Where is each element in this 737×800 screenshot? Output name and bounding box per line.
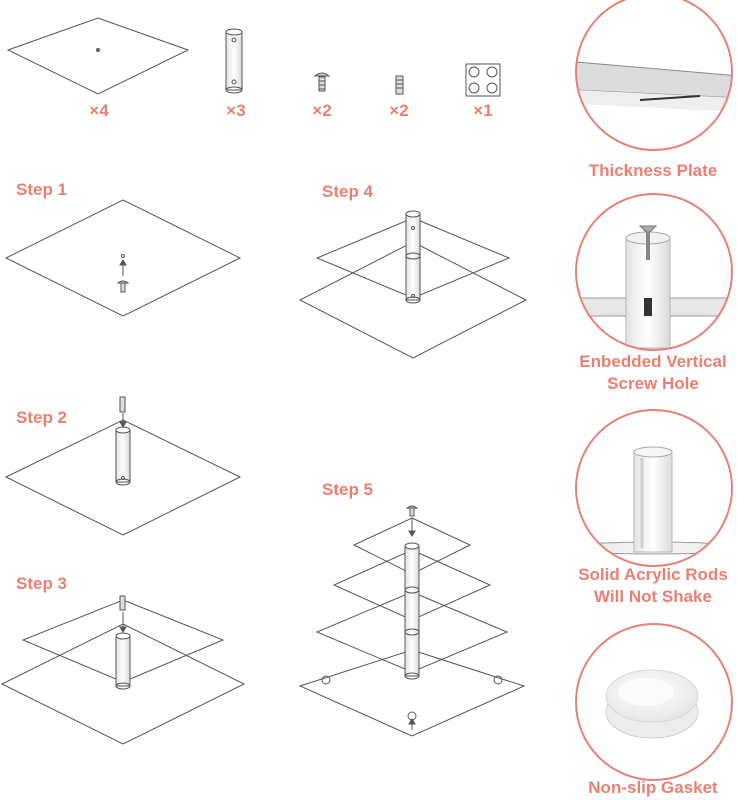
- step-1-illustration: [4, 199, 242, 317]
- qty-plate: ×4: [89, 101, 109, 120]
- step-5-label: Step 5: [322, 480, 374, 499]
- part-stud-icon: [395, 75, 404, 95]
- qty-gasket-pad: ×1: [473, 101, 493, 120]
- part-plate-icon: [6, 17, 190, 95]
- screw-hole-icon: [575, 193, 733, 351]
- step-5-illustration: [298, 505, 526, 737]
- part-gasket-pad-icon: [465, 63, 501, 97]
- qty-screw: ×2: [312, 101, 332, 120]
- step-2-illustration: [4, 396, 242, 536]
- qty-rod: ×3: [226, 101, 246, 120]
- caption-screw-hole: Enbedded Vertical Screw Hole: [579, 352, 727, 393]
- caption-gasket: Non-slip Gasket: [588, 778, 718, 797]
- part-rod-icon: [225, 28, 243, 94]
- step-3-label: Step 3: [16, 574, 68, 593]
- step-4-illustration: [298, 210, 528, 359]
- step-1-label: Step 1: [16, 180, 68, 199]
- caption-thickness-plate: Thickness Plate: [588, 161, 718, 180]
- caption-acrylic-rods: Solid Acrylic Rods Will Not Shake: [578, 565, 728, 606]
- acrylic-rod-icon: [575, 409, 733, 567]
- part-screw-icon: [313, 72, 331, 92]
- step-4-label: Step 4: [322, 182, 374, 201]
- step-2-label: Step 2: [16, 408, 68, 427]
- gasket-icon: [575, 623, 733, 781]
- thickness-plate-icon: [575, 0, 733, 151]
- step-3-illustration: [0, 595, 246, 745]
- qty-stud: ×2: [389, 101, 409, 120]
